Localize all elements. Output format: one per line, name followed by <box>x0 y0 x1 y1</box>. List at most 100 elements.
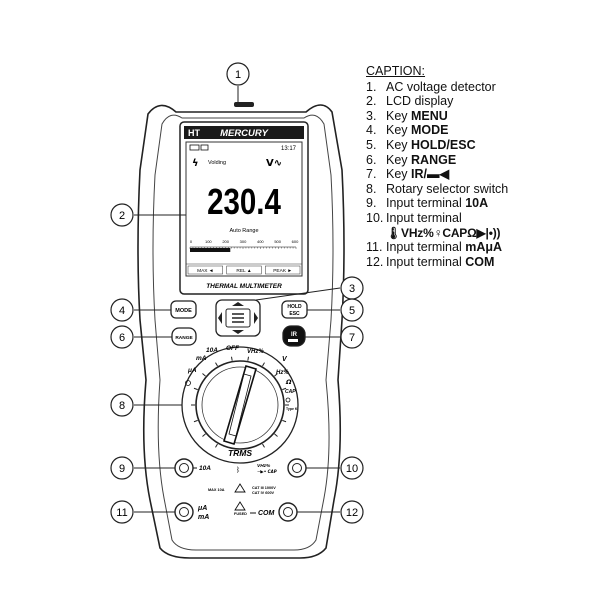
dial-label-ua: μA <box>187 367 197 374</box>
dial-knob-grip <box>223 365 257 445</box>
caption-item-number: 5. <box>366 137 377 152</box>
dial-tick <box>193 387 198 391</box>
caption-item-bold: RANGE <box>411 152 457 167</box>
cat-rating-2: CAT IV 600V <box>252 491 275 495</box>
svg-text:5: 5 <box>349 305 355 317</box>
dial-tick <box>282 419 287 423</box>
caption-item-number: 8. <box>366 181 377 196</box>
caption-item: 2.LCD display <box>366 94 596 109</box>
callout-2: 2 <box>110 203 134 227</box>
lcd-reading: 230.4 <box>207 181 281 221</box>
softkey-label: REL ▲ <box>236 268 251 274</box>
softkey-bar: MAX ◄REL ▲PEAK ► <box>187 265 301 275</box>
caption-item-number: 7. <box>366 167 377 182</box>
svg-text:9: 9 <box>119 463 125 475</box>
caption-item-text: Key MODE <box>386 123 449 138</box>
dial-label-10a: 10A <box>206 347 218 354</box>
lcd-display <box>185 141 303 277</box>
dial-tick <box>274 373 278 377</box>
lcd-bargraph-fill <box>190 248 231 252</box>
caption-item-text: Key IR/▬◀ <box>386 167 450 182</box>
softkey-3[interactable] <box>265 265 301 275</box>
lcd-time: 13:17 <box>281 146 297 152</box>
caption-item-number: 10. <box>366 210 384 225</box>
nc-detect-icon <box>185 380 191 386</box>
softkey-2[interactable] <box>226 265 262 275</box>
caption-item: 9.Input terminal 10A <box>366 196 596 211</box>
esc-key-label: ESC <box>289 311 300 317</box>
caption-item-number: 6. <box>366 152 377 167</box>
caption-item: 12.Input terminal COM <box>366 255 596 270</box>
caption-item-number: 12. <box>366 254 384 269</box>
warning-icon <box>234 483 246 511</box>
lcd-status: Volding <box>208 160 226 166</box>
terminal-com-label: COM <box>258 510 275 517</box>
caption-item-bold: 10A <box>465 196 489 211</box>
dial-label-off: OFF <box>226 345 240 352</box>
callout-8: 8 <box>110 393 134 417</box>
caption-item-bold: IR/▬◀ <box>411 167 450 182</box>
svg-text:2: 2 <box>119 210 125 222</box>
callout-3: 3 <box>340 276 364 300</box>
dial-label-cap: CAP <box>285 389 296 395</box>
callout-5: 5 <box>340 298 364 322</box>
caption-item-text: Input terminal <box>386 210 462 225</box>
scale-tick-label: 400 <box>257 239 264 244</box>
caption-item-number: 9. <box>366 196 377 211</box>
terminal-ua-label: μA <box>197 505 207 512</box>
leader-lines <box>134 86 341 513</box>
terminal-10a-inner <box>179 463 189 473</box>
dial-label-ohm: Ω <box>285 378 292 386</box>
caption-item-text: Key HOLD/ESC <box>386 137 476 152</box>
caption-item: 1.AC voltage detector <box>366 80 596 95</box>
scale-tick-label: 600 <box>292 239 299 244</box>
caption-item-bold: HOLD/ESC <box>411 137 476 152</box>
dial-tick <box>202 373 206 377</box>
model-name: MERCURY <box>220 128 270 139</box>
svg-text:12: 12 <box>346 507 358 519</box>
caption-item-text: AC voltage detector <box>386 79 496 94</box>
cat-rating-1: CAT III 1000V <box>252 486 276 490</box>
caption-item-bold: MODE <box>411 123 449 138</box>
scale-tick-label: 0 <box>190 239 193 244</box>
caption-item: 11.Input terminal mAμA <box>366 240 596 255</box>
dial-ticks <box>191 356 289 448</box>
lcd-unit: V∿ <box>266 158 282 169</box>
dial-knob-grip-inner <box>228 373 252 437</box>
terminal-com-inner <box>283 507 293 517</box>
dial-tick <box>193 419 198 423</box>
softkey-label: MAX ◄ <box>197 268 213 274</box>
fused-label: FUSED <box>234 512 247 516</box>
scale-tick-label: 500 <box>274 239 281 244</box>
terminal-v-label: VHz% <box>257 463 271 469</box>
caption-item: 🌡VHz%♀CAPΩ▶|•)) <box>366 226 596 241</box>
terminal-v-inner <box>292 463 302 473</box>
svg-text:7: 7 <box>349 332 355 344</box>
dial-label-typek: Type K <box>286 407 298 411</box>
mode-key-label: MODE <box>175 308 192 314</box>
svg-text:10: 10 <box>346 463 358 475</box>
terminal-v-label-2: ⊣▶• CAP <box>257 469 277 474</box>
caption-item: 8.Rotary selector switch <box>366 182 596 197</box>
softkey-1[interactable] <box>187 265 223 275</box>
ac-voltage-detector <box>234 102 254 107</box>
caption-item-text: Input terminal mAμA <box>386 240 503 255</box>
dial-label-v: V <box>282 356 288 363</box>
dial-tick <box>215 443 218 448</box>
svg-text:4: 4 <box>119 305 125 317</box>
callout-9: 9 <box>110 456 134 480</box>
callout-10: 10 <box>340 456 364 480</box>
svg-text:8: 8 <box>119 400 125 412</box>
caption-item-text: Key MENU <box>386 108 448 123</box>
dial-label-ma: mA <box>196 355 207 362</box>
svg-text:3: 3 <box>349 283 355 295</box>
caption-item: 6.Key RANGE <box>366 153 596 168</box>
caption-item: 10.Input terminal <box>366 211 596 226</box>
caption-item-number: 4. <box>366 123 377 138</box>
hold-key-label: HOLD <box>287 304 302 310</box>
caption-item-number: 11. <box>366 240 383 255</box>
dial-tick <box>274 433 278 437</box>
